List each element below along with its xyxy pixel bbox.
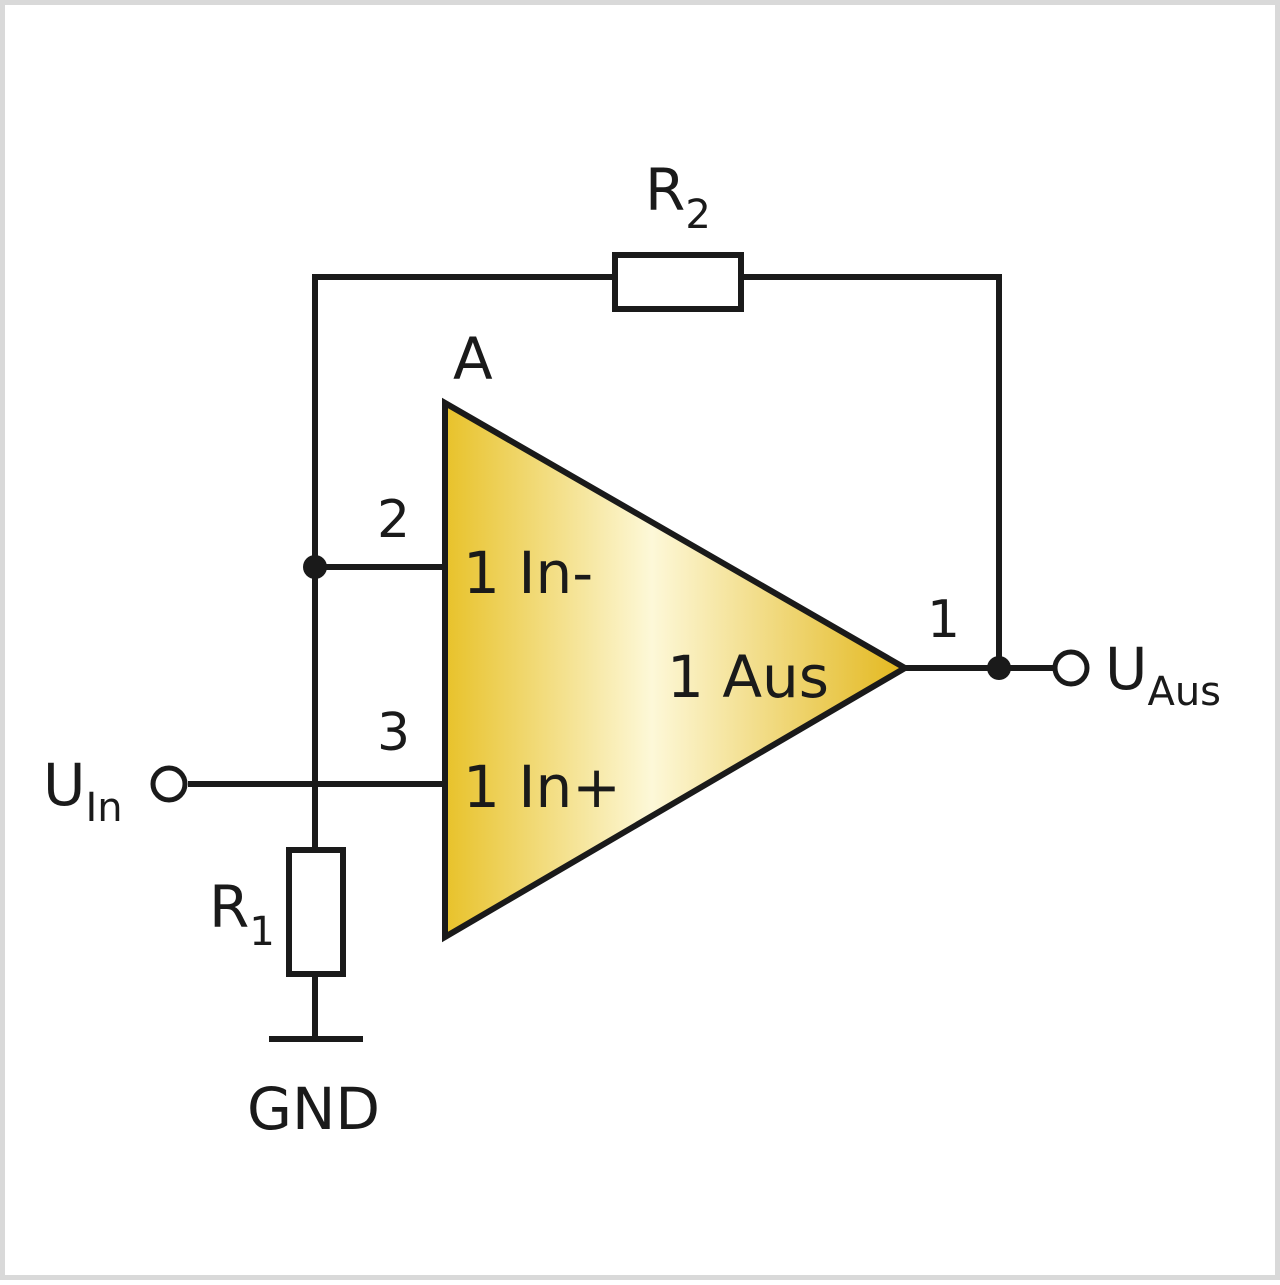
input-terminal xyxy=(150,765,188,803)
noninverting-input-label: 1 In+ xyxy=(463,753,621,821)
feedback-wire-right xyxy=(741,274,1002,668)
amp-label: A xyxy=(453,325,493,393)
input-voltage-label: UIn xyxy=(43,751,123,831)
output-label: 1 Aus xyxy=(667,643,829,711)
resistor-r2 xyxy=(612,252,744,312)
junction-dot-output xyxy=(987,656,1011,680)
r2-label: R2 xyxy=(645,156,711,238)
pin-number-noninverting: 3 xyxy=(377,703,410,763)
op-amp-triangle xyxy=(442,397,911,943)
pin-number-output: 1 xyxy=(927,590,960,650)
pin-number-inverting: 2 xyxy=(377,490,410,550)
ground-label: GND xyxy=(247,1075,380,1143)
output-terminal xyxy=(1052,649,1090,687)
schematic: R2 A 2 3 1 1 In- 1 In+ 1 Aus UIn UAus R1… xyxy=(43,156,1221,1143)
inverting-input-label: 1 In- xyxy=(463,539,593,607)
resistor-r1 xyxy=(286,847,346,977)
feedback-wire xyxy=(312,274,615,565)
junction-dot-inverting xyxy=(303,555,327,579)
r1-label: R1 xyxy=(209,873,275,955)
output-voltage-label: UAus xyxy=(1105,635,1221,715)
